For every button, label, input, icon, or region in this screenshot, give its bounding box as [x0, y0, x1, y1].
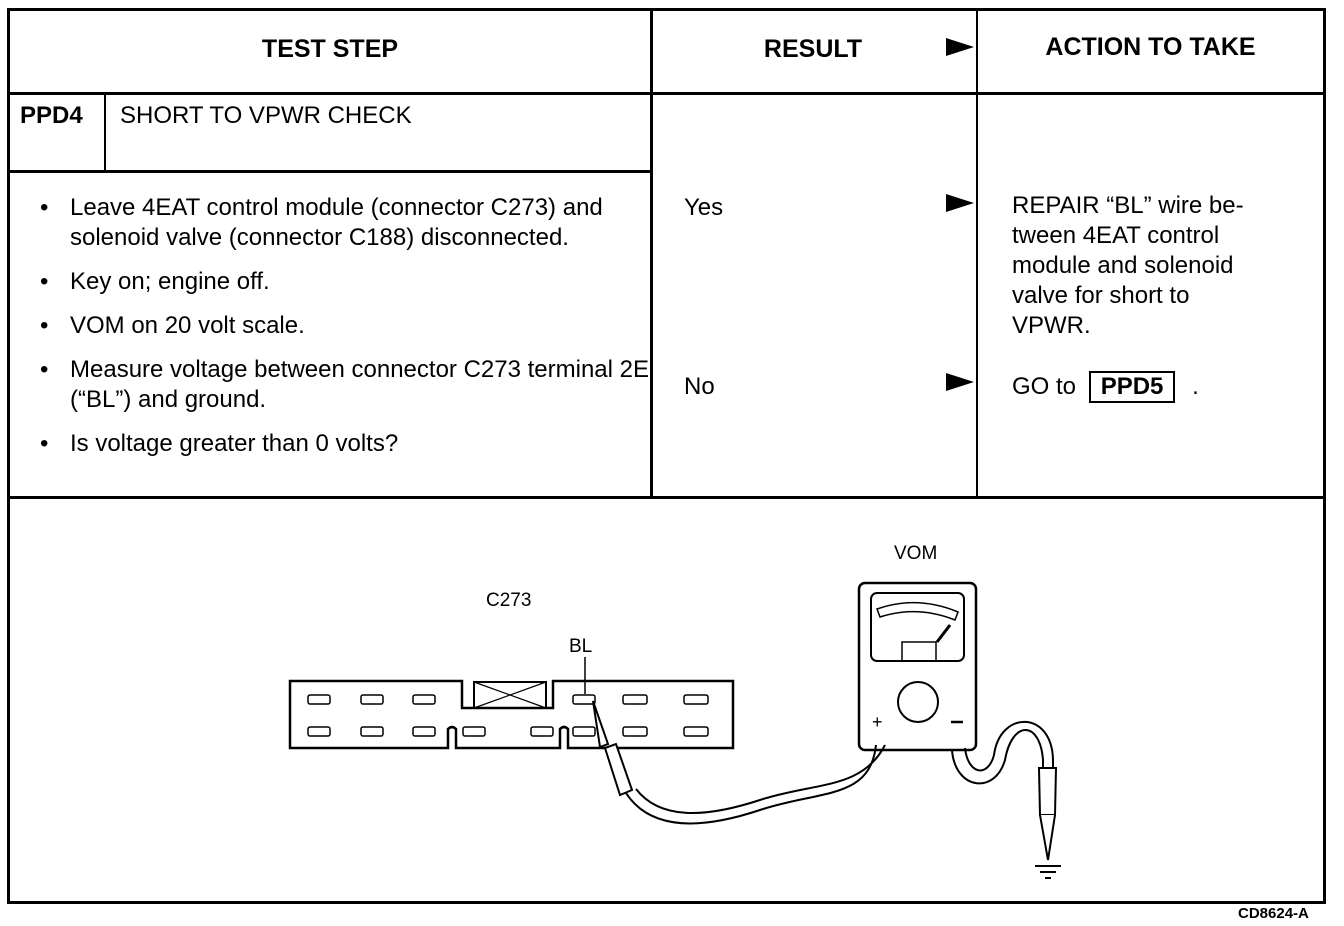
result-yes: Yes	[684, 194, 724, 221]
step-id-divider	[104, 94, 106, 172]
connector-label: C273	[486, 590, 532, 611]
step-instructions: Leave 4EAT control module (connector C27…	[40, 193, 650, 473]
table-bottom	[8, 496, 1326, 499]
header-test-step: TEST STEP	[261, 35, 399, 63]
result-no: No	[684, 373, 715, 400]
frame-right	[1323, 8, 1326, 904]
instruction-item: VOM on 20 volt scale.	[40, 311, 650, 341]
frame-left	[7, 8, 10, 904]
header-arrow-icon	[946, 38, 974, 56]
instruction-item: Key on; engine off.	[40, 267, 650, 297]
plus-terminal: +	[872, 712, 883, 732]
vom-meter	[857, 581, 978, 752]
step-title: SHORT TO VPWR CHECK	[120, 102, 412, 129]
negative-lead	[951, 720, 1058, 861]
step-id: PPD4	[20, 102, 83, 129]
connector-c273	[288, 679, 735, 750]
col-divider-2	[976, 8, 978, 498]
connector-latch	[473, 681, 547, 709]
pin-label: BL	[569, 636, 593, 657]
result-yes-arrow-icon	[946, 194, 974, 212]
step-reference-ppd5[interactable]: PPD5	[1088, 371, 1176, 403]
result-no-arrow-icon	[946, 373, 974, 391]
positive-probe	[592, 700, 886, 825]
frame-top	[8, 8, 1326, 11]
meter-label: VOM	[894, 543, 938, 564]
col-divider-1	[650, 8, 653, 498]
instruction-item: Measure voltage between connector C273 t…	[40, 355, 650, 415]
action-no: GO to PPD5 .	[1012, 371, 1199, 403]
header-divider	[8, 92, 1326, 95]
action-no-prefix: GO to	[1012, 373, 1077, 400]
connector-pins	[307, 694, 709, 737]
figure-id: CD8624-A	[1238, 905, 1309, 922]
instruction-item: Leave 4EAT control module (connector C27…	[40, 193, 650, 253]
action-yes: REPAIR “BL” wire be- tween 4EAT control …	[1012, 192, 1244, 339]
action-no-suffix: .	[1192, 373, 1199, 400]
step-title-bottom	[8, 170, 652, 173]
ground-icon	[1035, 865, 1061, 879]
frame-bottom	[8, 901, 1326, 904]
header-result: RESULT	[763, 35, 863, 63]
header-action: ACTION TO TAKE	[1045, 33, 1256, 61]
instruction-item: Is voltage greater than 0 volts?	[40, 429, 650, 459]
